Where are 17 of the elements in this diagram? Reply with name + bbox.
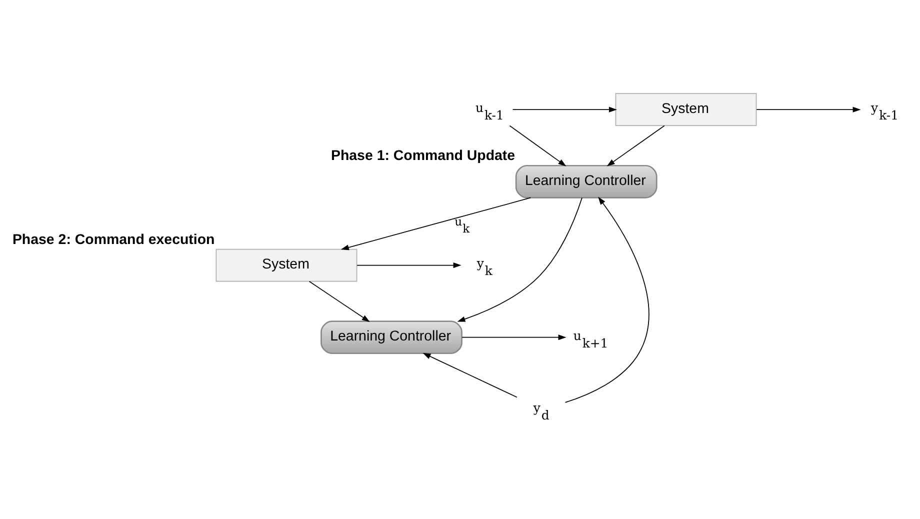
arrow (340, 197, 532, 250)
node-box: System (216, 248, 358, 282)
node-label: Phase 2: Command execution (12, 232, 215, 248)
node-box: Learning Controller (515, 164, 658, 198)
arrow (509, 125, 566, 166)
arrow (422, 352, 518, 398)
arrow (512, 106, 617, 112)
node-box: System (615, 93, 757, 126)
arrow (564, 196, 650, 403)
node-label: Phase 1: Command Update (330, 148, 516, 164)
arrow (457, 197, 582, 322)
node-box: Learning Controller (320, 320, 462, 354)
arrow (756, 106, 861, 112)
arrow (462, 334, 566, 340)
arrow (308, 280, 370, 322)
arrow (606, 125, 665, 166)
arrow (356, 262, 462, 268)
